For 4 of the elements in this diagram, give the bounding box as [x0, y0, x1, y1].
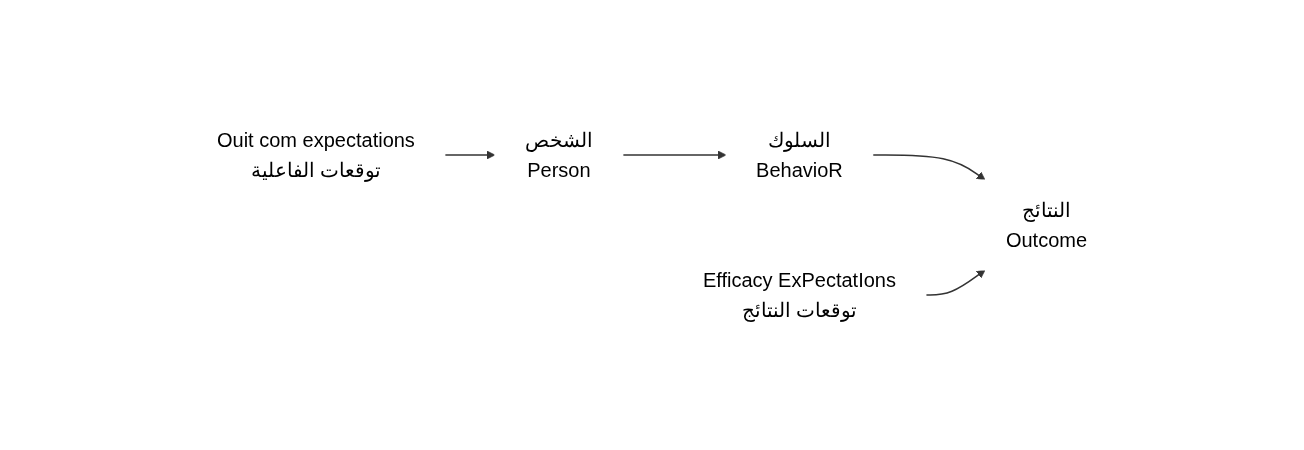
arrow — [871, 154, 986, 181]
arrow — [444, 150, 496, 160]
arrow — [925, 269, 986, 296]
arrow — [622, 150, 727, 160]
